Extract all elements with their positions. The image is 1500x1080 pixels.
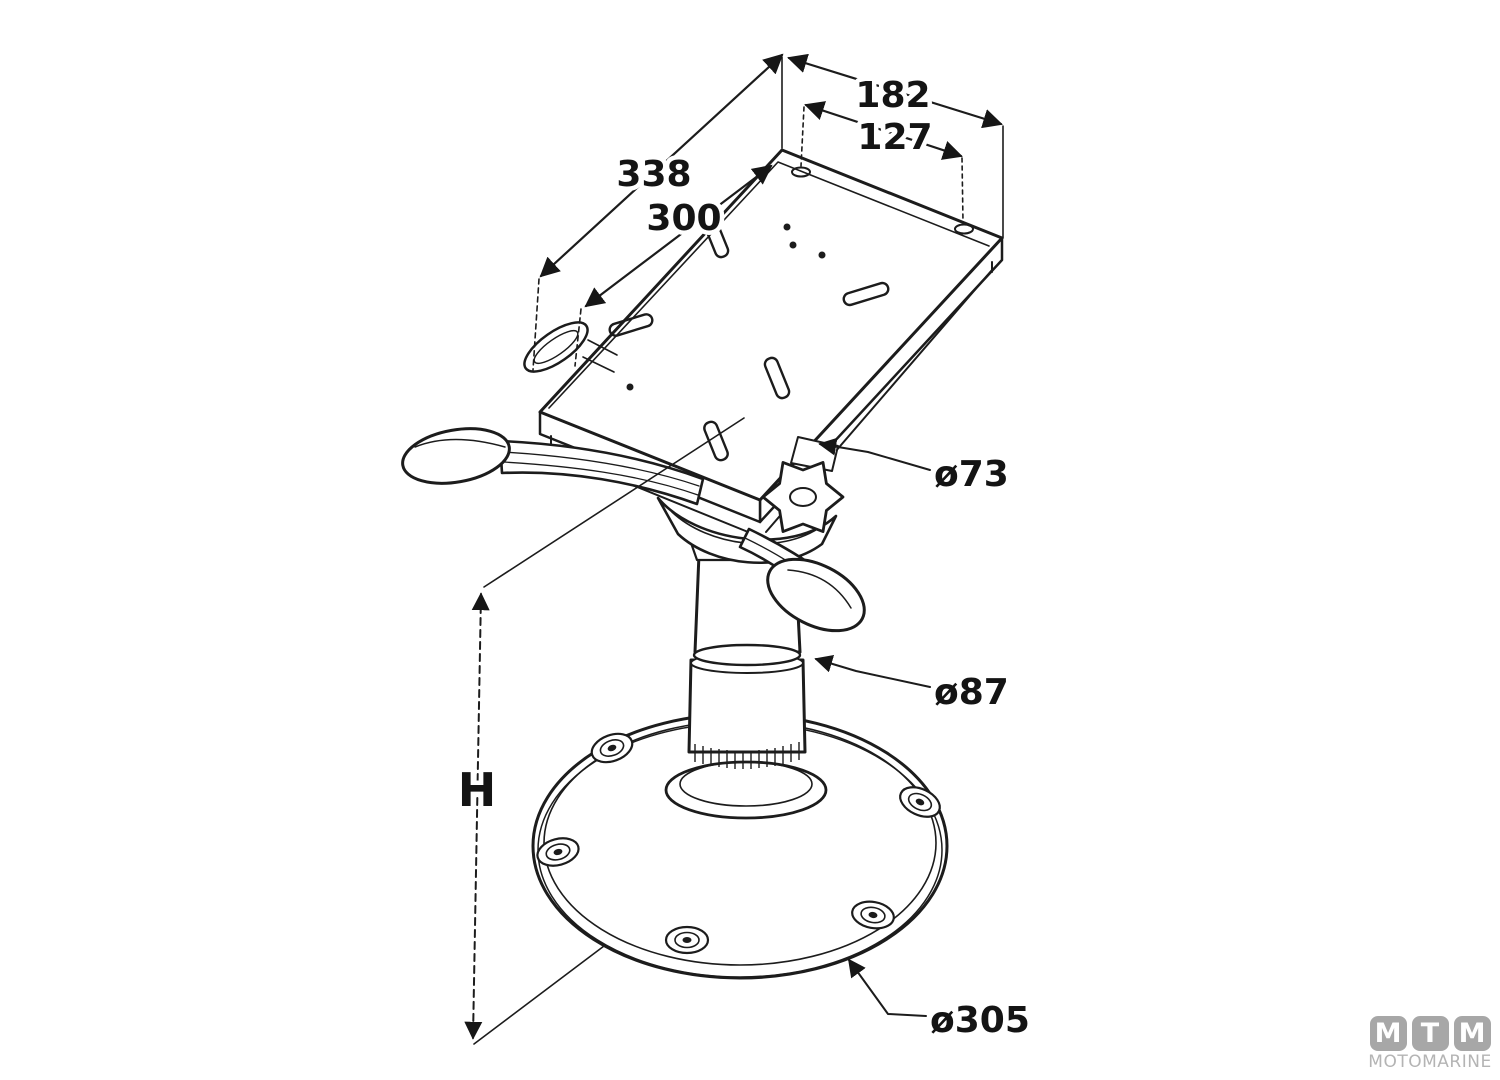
- dimension-height: H: [453, 417, 745, 1045]
- dimension-hole-spacing: 127: [800, 101, 964, 223]
- dim-label-H: H: [458, 763, 497, 817]
- plate-holes: [626, 166, 974, 391]
- mtm-logo-letter: M: [1369, 1016, 1407, 1051]
- dim-label-d73: ø73: [934, 454, 1009, 495]
- locking-lever-right: [738, 527, 866, 633]
- callout-knob-tube-diameter: ø73: [818, 437, 1013, 500]
- callout-base-diameter: ø305: [847, 958, 1034, 1046]
- dim-label-338: 338: [616, 154, 691, 195]
- dim-label-d305: ø305: [930, 1000, 1030, 1041]
- base-bolt: [899, 786, 941, 818]
- locking-lever-left: [401, 427, 705, 506]
- hatch-band: [694, 742, 800, 769]
- dimension-rail-spacing: 300: [574, 164, 773, 367]
- mtm-logo-letter: M: [1453, 1016, 1491, 1051]
- dim-label-d87: ø87: [934, 672, 1009, 713]
- mtm-logo-letter: T: [1411, 1016, 1449, 1051]
- base-bolt: [536, 837, 580, 867]
- mtm-logo-name: MOTOMARINE: [1368, 1052, 1492, 1072]
- slide-rail-loop: [523, 321, 589, 373]
- base-bolt: [664, 925, 710, 955]
- adjustment-knob: [761, 436, 845, 533]
- dim-label-300: 300: [646, 198, 721, 239]
- base-bolt: [590, 732, 634, 764]
- dim-label-127: 127: [857, 117, 932, 158]
- dim-label-182: 182: [855, 75, 930, 116]
- base-plate: [531, 712, 949, 980]
- mtm-logo: M T M MOTOMARINE: [1366, 1016, 1494, 1072]
- rail-link-lines: [582, 339, 618, 373]
- base-bolt: [851, 900, 895, 930]
- mtm-logo-squares: M T M: [1366, 1016, 1494, 1051]
- callout-column-diameter: ø87: [814, 655, 1013, 718]
